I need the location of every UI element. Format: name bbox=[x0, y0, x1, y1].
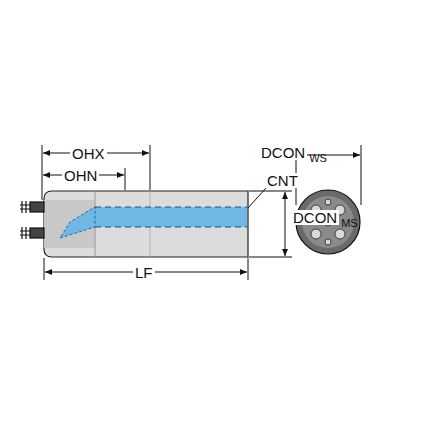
dimension-label: OHN bbox=[62, 168, 99, 183]
dimension-label: CNT bbox=[265, 173, 300, 188]
dimension-label: LF bbox=[133, 265, 155, 280]
clamp-screws bbox=[20, 201, 44, 239]
dimension-subscript: WS bbox=[307, 153, 329, 164]
head-shade bbox=[44, 200, 95, 248]
dimension-subscript: MS bbox=[339, 218, 360, 229]
channel-hidden-lines bbox=[95, 207, 247, 227]
dimension-label: OHX bbox=[70, 146, 107, 161]
coolant-branch bbox=[60, 207, 95, 238]
dimension-label: DCON bbox=[259, 145, 307, 160]
dimension-label: DCON bbox=[291, 210, 339, 225]
coolant-channel bbox=[95, 207, 247, 227]
overhang-dimensions bbox=[42, 145, 361, 280]
bar-body bbox=[44, 191, 248, 257]
